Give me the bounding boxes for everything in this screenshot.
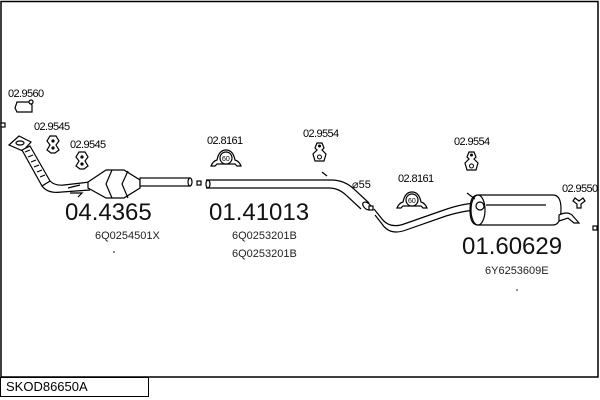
accessory-label: 02.8161 (207, 135, 243, 147)
clamp-icon: 60 (210, 149, 242, 167)
small-square-icon (196, 180, 202, 186)
part-number: 04.4365 (65, 199, 152, 226)
part-number: 01.60629 (462, 233, 562, 260)
accessory-label: 02.9560 (8, 88, 44, 100)
small-square-icon (0, 122, 6, 128)
small-square-icon (592, 225, 598, 231)
accessory-label: 02.9545 (34, 121, 70, 133)
catalytic-converter-part (7, 135, 193, 199)
rubber-hanger-icon (464, 151, 479, 171)
part-number: 01.41013 (209, 199, 309, 226)
bracket-icon (572, 197, 586, 209)
dot (516, 289, 518, 291)
diagram-code: SKOD86650A (0, 377, 149, 397)
rubber-hanger-icon (312, 142, 327, 162)
accessory-label: 02.9554 (303, 128, 339, 140)
rubber-hanger-icon (75, 151, 89, 170)
oe-number: 6Y6253609E (485, 265, 549, 277)
accessory-label: 02.9550 (562, 183, 598, 195)
bracket-icon (14, 99, 34, 113)
clamp-icon: 60 (396, 191, 428, 209)
clamp-size-label: 60 (408, 198, 416, 205)
accessory-label: 02.8161 (398, 173, 434, 185)
oe-number: 6Q0254501X (95, 230, 160, 242)
rear-muffler-part (368, 192, 581, 233)
oe-number: 6Q0253201B (232, 248, 297, 260)
pipe-diameter-label: ⌀55 (352, 179, 371, 191)
dot (113, 251, 115, 253)
clamp-size-label: 60 (222, 156, 230, 163)
rubber-hanger-icon (46, 135, 60, 154)
diagram-frame (0, 0, 599, 378)
accessory-label: 02.9554 (454, 136, 490, 148)
oe-number: 6Q0253201B (232, 230, 297, 242)
middle-pipe-part (205, 171, 372, 211)
accessory-label: 02.9545 (70, 139, 106, 151)
